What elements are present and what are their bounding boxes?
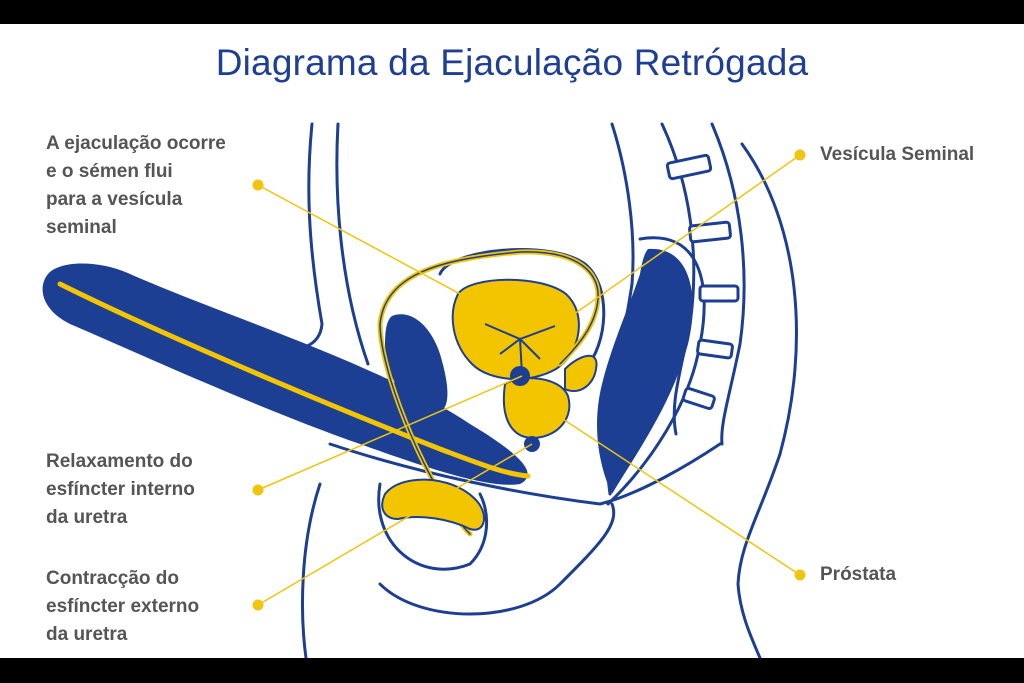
vertebrae [665,153,740,411]
label-external-sphincter: Contracção do esfíncter externo da uretr… [46,568,200,645]
abdomen-outline [268,122,324,351]
leader-dot-external-sphincter [252,599,264,611]
diagram-frame: Diagrama da Ejaculação Retrógada [0,24,1024,658]
leader-dot-ejaculation [252,179,264,191]
inner-abdomen-line [335,122,370,366]
label-ejaculation: A ejaculação ocorre e o sémen flui para … [46,133,226,238]
scrotum-outline [377,482,489,571]
leader-dots [252,149,806,611]
thigh-outline [378,502,616,616]
leader-dot-seminal-vesicle [794,149,806,161]
rectum [597,248,693,494]
internal-sphincter [510,366,530,386]
prostate [502,377,571,440]
leader-lines [257,154,801,606]
seminal-vesicle [564,354,598,392]
pubic-bone [385,314,448,415]
diagram-title: Diagrama da Ejaculação Retrógada [215,42,809,83]
lower-body-line [301,482,322,658]
label-seminal-vesicle: Vesícula Seminal [820,144,975,165]
leader-dot-prostate [794,569,806,581]
label-prostate: Próstata [820,564,897,585]
leader-dot-internal-sphincter [252,484,264,496]
perineum-outline [328,442,722,506]
label-internal-sphincter: Relaxamento do esfíncter interno da uret… [46,451,195,528]
buttock-outline [736,142,798,658]
spine-outline-2 [710,122,746,446]
anatomy-illustration [42,122,806,658]
